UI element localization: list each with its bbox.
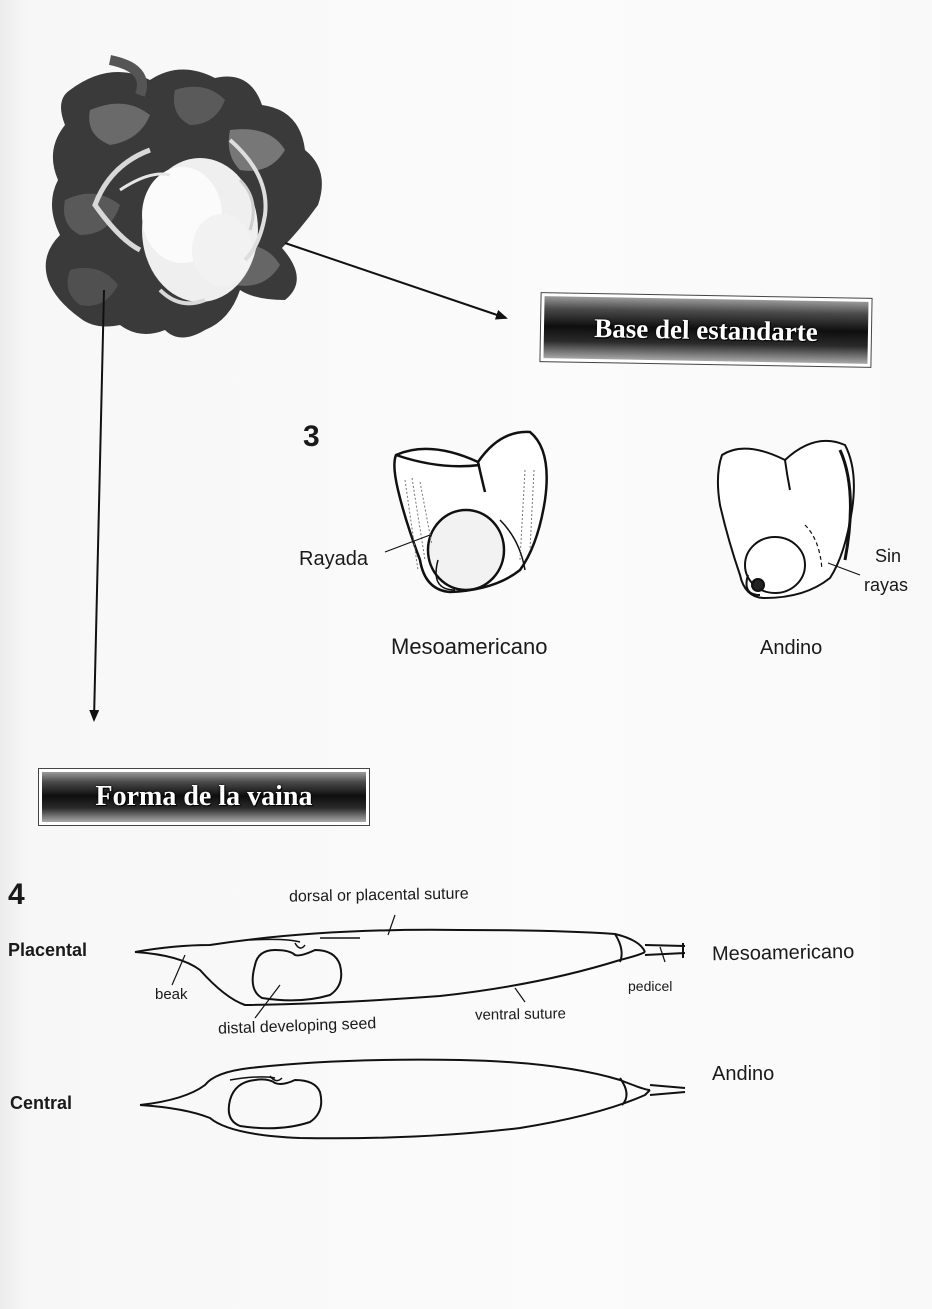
label-central: Central [10,1093,72,1114]
label-rayada: Rayada [299,548,368,571]
label-andino-pod: Andino [712,1063,774,1086]
banner-forma-vaina-text: Forma de la vaina [42,772,366,822]
label-mesoamericano-pod: Mesoamericano [712,941,855,966]
pod-placental-drawing [135,915,685,1018]
bean-plant-photo [46,60,322,338]
label-rayas: rayas [864,575,908,596]
section-4-number: 4 [8,878,25,912]
pod-central-drawing [140,1060,685,1139]
banner-base-estandarte: Base del estandarte [539,292,872,368]
label-beak: beak [155,986,188,1003]
arrow-to-base-estandarte [285,243,506,318]
label-placental: Placental [8,940,87,961]
arrow-to-forma-vaina [94,290,104,720]
banner-forma-vaina: Forma de la vaina [38,768,370,826]
standard-mesoamericano-drawing [385,432,547,592]
label-andino-standard: Andino [760,637,822,660]
label-mesoamericano-standard: Mesoamericano [391,634,548,660]
banner-base-estandarte-text: Base del estandarte [543,296,868,364]
label-sin: Sin [875,546,901,567]
label-dorsal-suture: dorsal or placental suture [289,885,469,906]
label-pedicel: pedicel [628,978,672,994]
standard-andino-drawing [718,441,860,598]
section-3-number: 3 [303,420,320,454]
label-ventral-suture: ventral suture [475,1005,566,1024]
